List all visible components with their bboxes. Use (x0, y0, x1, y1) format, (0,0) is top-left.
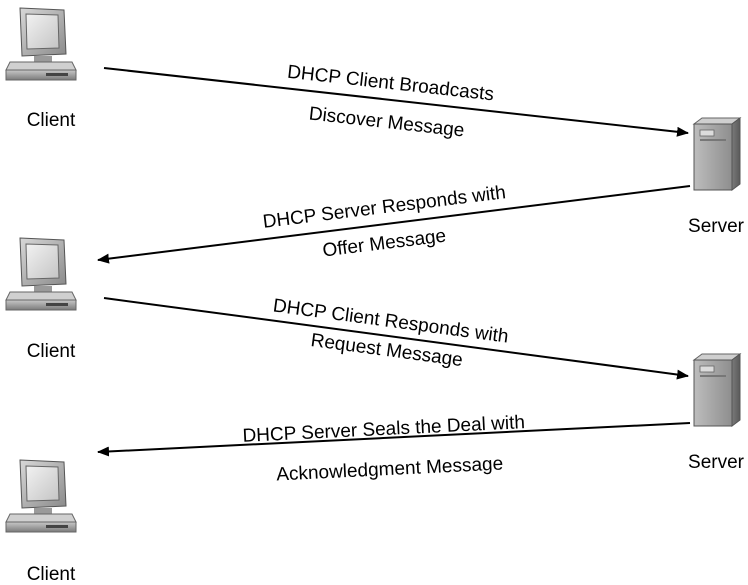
client-computer-icon-1 (5, 7, 77, 81)
server-label-2: Server (688, 452, 745, 473)
client-computer-icon-2 (5, 237, 77, 311)
offer-message-line2: Offer Message (321, 226, 447, 262)
discover-arrow (103, 67, 689, 137)
server-icon-2 (693, 353, 741, 427)
acknowledgment-arrow (97, 422, 691, 457)
client-label-2: Client (27, 341, 76, 362)
request-arrow (103, 297, 689, 380)
client-computer-icon-3 (5, 459, 77, 533)
offer-message-line1: DHCP Server Responds with (262, 182, 507, 233)
server-label-1: Server (688, 216, 745, 237)
discover-message-line2: Discover Message (308, 104, 466, 142)
acknowledgment-message-line2: Acknowledgment Message (276, 453, 504, 485)
client-label-1: Client (27, 110, 76, 131)
acknowledgment-message-line1: DHCP Server Seals the Deal with (242, 412, 525, 447)
offer-arrow (97, 185, 691, 264)
discover-message-line1: DHCP Client Broadcasts (286, 62, 495, 106)
server-icon-1 (693, 117, 741, 191)
client-label-3: Client (27, 564, 76, 585)
